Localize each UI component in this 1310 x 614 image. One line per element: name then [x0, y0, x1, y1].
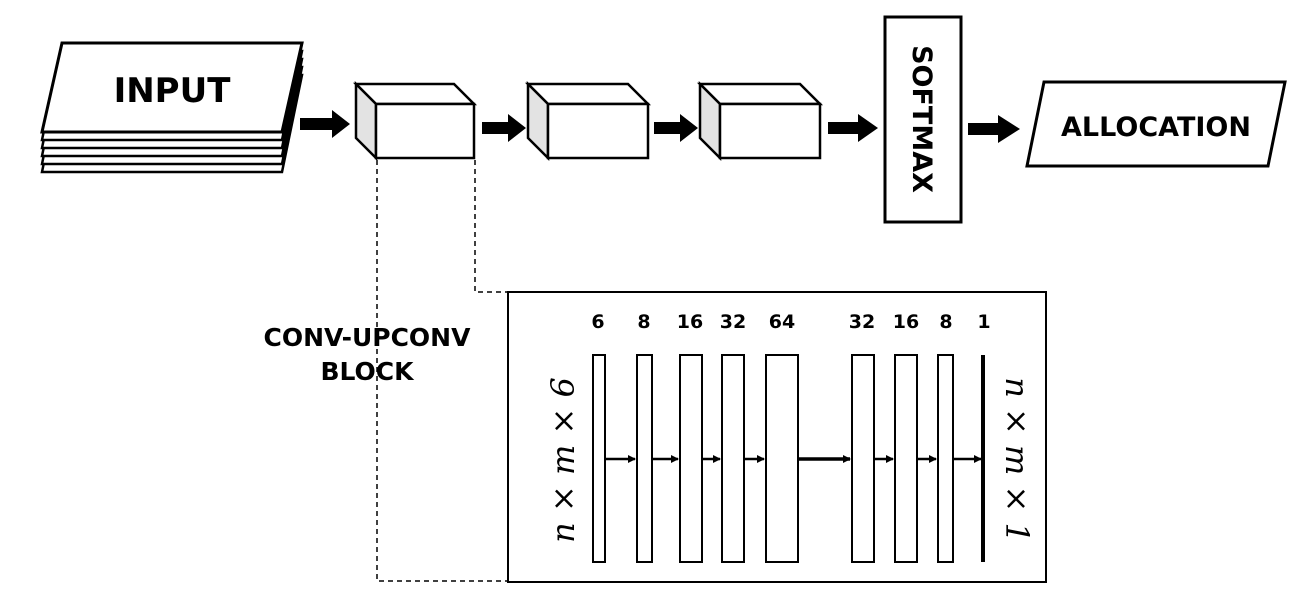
left-dimension-label: n × m × 6	[544, 377, 582, 543]
dashed-connector	[376, 160, 508, 582]
layer-bar	[894, 354, 918, 563]
arrow-softmax-to-allocation	[968, 115, 1020, 143]
softmax-label: SOFTMAX	[906, 45, 937, 193]
layer-bar	[679, 354, 703, 563]
layer-bars	[592, 354, 954, 563]
channel-label: 16	[893, 311, 919, 333]
channel-label: 8	[939, 311, 952, 333]
block-label-line2: BLOCK	[320, 357, 415, 386]
arrow-block2-to-block3	[654, 114, 698, 142]
arrow-block3-to-softmax	[828, 114, 878, 142]
layer-bar	[636, 354, 653, 563]
arrow-input-to-block1	[300, 110, 350, 138]
block-label-line1: CONV-UPCONV	[264, 323, 472, 352]
allocation-label: ALLOCATION	[1061, 112, 1251, 143]
conv-block-3	[696, 80, 824, 162]
conv-block-2	[524, 80, 652, 162]
channel-label: 6	[591, 311, 604, 333]
channel-label: 64	[769, 311, 795, 333]
channel-label: 16	[677, 311, 703, 333]
channel-label: 8	[637, 311, 650, 333]
layer-bar	[937, 354, 954, 563]
right-dimension-label: n × m × 1	[998, 377, 1036, 543]
allocation-box: ALLOCATION	[1025, 80, 1287, 168]
channel-labels: 6 8 16 32 64 32 16 8 1	[591, 311, 990, 333]
softmax-box: SOFTMAX	[883, 15, 963, 224]
channel-label: 32	[720, 311, 746, 333]
input-stack: INPUT	[40, 41, 304, 174]
input-label: INPUT	[114, 71, 232, 111]
layer-bar	[851, 354, 875, 563]
layer-bar	[592, 354, 606, 563]
layer-bar	[765, 354, 799, 563]
arrow-block1-to-block2	[482, 114, 526, 142]
layer-bar	[721, 354, 745, 563]
conv-block-1	[352, 80, 478, 162]
channel-label: 32	[849, 311, 875, 333]
channel-label: 1	[977, 311, 990, 333]
